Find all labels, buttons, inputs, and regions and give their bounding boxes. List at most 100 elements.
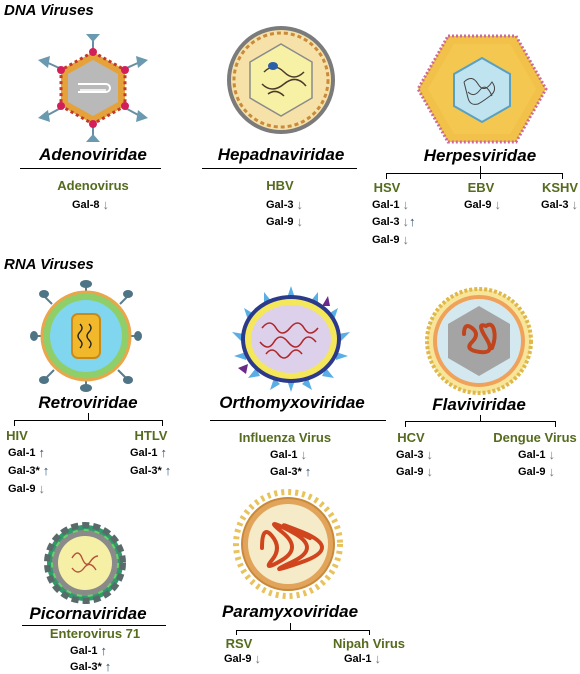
up-arrow-icon: ↑ [164,463,172,478]
gal-label: Gal-9 [464,198,492,211]
gal-label: Gal-3* [270,465,302,478]
orthomyxovirus-illustration [232,286,350,392]
virus-name-kshv: KSHV [541,180,579,195]
gal-row: Gal-3 ↓ [396,448,433,461]
gal-row: Gal-3 ↓ [541,198,578,211]
gal-label: Gal-9 [266,215,294,228]
down-arrow-icon: ↓ [426,464,434,479]
divider-picornaviridae [22,625,166,626]
tree-stem-flaviviridae [480,415,481,422]
gal-row: Gal-9 ↓ [266,215,303,228]
family-name-orthomyxoviridae: Orthomyxoviridae [219,393,365,412]
picornavirus-illustration [44,522,126,604]
up-arrow-icon: ↑ [100,643,108,658]
gal-label: Gal-1 [70,644,98,657]
family-name-herpesviridae: Herpesviridae [423,146,537,165]
tree-branch-herpesviridae [386,173,563,174]
family-name-flaviviridae: Flaviviridae [432,395,526,414]
adenovirus-illustration [38,34,148,142]
up-arrow-icon: ↑ [104,659,112,674]
gal-label: Gal-9 [518,465,546,478]
gal-row: Gal-1 ↑ [130,446,167,459]
down-arrow-icon: ↓ [402,197,410,212]
tree-stem-herpesviridae [480,166,481,174]
tree-stem-paramyxoviridae [290,623,291,631]
gal-row: Gal-3* ↑ [130,464,171,477]
gal-row: Gal-1 ↓ [344,652,381,665]
down-arrow-icon: ↓ [402,232,410,247]
divider-orthomyxoviridae [210,420,386,421]
gal-label: Gal-1 [372,198,400,211]
family-name-retroviridae: Retroviridae [38,393,138,412]
family-name-hepadnaviridae: Hepadnaviridae [217,145,345,164]
up-arrow-icon: ↑ [304,464,312,479]
up-arrow-icon: ↑ [42,463,50,478]
down-arrow-icon: ↓ [402,214,410,229]
up-arrow-icon: ↑ [409,214,416,229]
gal-label: Gal-9 [224,652,252,665]
down-arrow-icon: ↓ [374,651,382,666]
virus-name-adenovirus: Adenovirus [57,178,129,193]
gal-row: Gal-9 ↓ [372,233,409,246]
gal-row: Gal-9 ↓ [518,465,555,478]
down-arrow-icon: ↓ [426,447,434,462]
gal-label: Gal-3 [396,448,424,461]
divider-adenoviridae [20,168,161,169]
gal-label: Gal-1 [518,448,546,461]
family-name-picornaviridae: Picornaviridae [29,604,147,623]
paramyxovirus-illustration [233,489,343,599]
gal-row: Gal-1 ↑ [70,644,107,657]
tree-leaf [480,173,481,179]
flavivirus-illustration [425,287,533,395]
dna-viruses-title: DNA Viruses [4,2,94,19]
virus-name-nipah-virus: Nipah Virus [332,636,405,651]
tree-leaf [386,173,387,179]
gal-row: Gal-3 ↓ [266,198,303,211]
virus-name-hbv: HBV [266,178,294,193]
down-arrow-icon: ↓ [300,447,308,462]
virus-name-dengue-virus: Dengue Virus [493,430,577,445]
hepadnavirus-illustration [227,26,335,134]
gal-label: Gal-1 [270,448,298,461]
gal-row: Gal-1 ↑ [8,446,45,459]
down-arrow-icon: ↓ [38,481,46,496]
rna-viruses-title: RNA Viruses [4,256,94,273]
gal-row: Gal-9 ↓ [8,482,45,495]
down-arrow-icon: ↓ [254,651,262,666]
gal-row: Gal-8 ↓ [72,198,109,211]
virus-name-enterovirus-71: Enterovirus 71 [49,626,141,641]
tree-leaf [369,630,370,635]
gal-row: Gal-1 ↓ [372,198,409,211]
gal-label: Gal-1 [130,446,158,459]
gal-row: Gal-9 ↓ [396,465,433,478]
herpesvirus-illustration [416,34,548,144]
up-arrow-icon: ↑ [160,445,168,460]
tree-branch-paramyxoviridae [236,630,370,631]
gal-label: Gal-3* [70,660,102,673]
gal-row: Gal-9 ↓ [224,652,261,665]
gal-label: Gal-3 [372,215,400,228]
tree-leaf [236,630,237,635]
family-name-paramyxoviridae: Paramyxoviridae [221,602,359,621]
virus-name-hiv: HIV [6,428,28,443]
gal-row: Gal-1 ↓ [270,448,307,461]
tree-stem-retroviridae [88,413,89,421]
gal-label: Gal-3* [130,464,162,477]
virus-name-hcv: HCV [397,430,425,445]
gal-label: Gal-1 [344,652,372,665]
retrovirus-illustration [30,280,142,392]
down-arrow-icon: ↓ [548,464,556,479]
gal-label: Gal-9 [8,482,36,495]
gal-row: Gal-9 ↓ [464,198,501,211]
tree-branch-retroviridae [14,420,163,421]
gal-row: Gal-3* ↑ [8,464,49,477]
tree-leaf [14,420,15,426]
virus-name-htlv: HTLV [134,428,168,443]
gal-label: Gal-1 [8,446,36,459]
gal-label: Gal-9 [372,233,400,246]
down-arrow-icon: ↓ [548,447,556,462]
tree-leaf [162,420,163,426]
family-name-adenoviridae: Adenoviridae [39,145,147,164]
gal-row: Gal-1 ↓ [518,448,555,461]
down-arrow-icon: ↓ [494,197,502,212]
